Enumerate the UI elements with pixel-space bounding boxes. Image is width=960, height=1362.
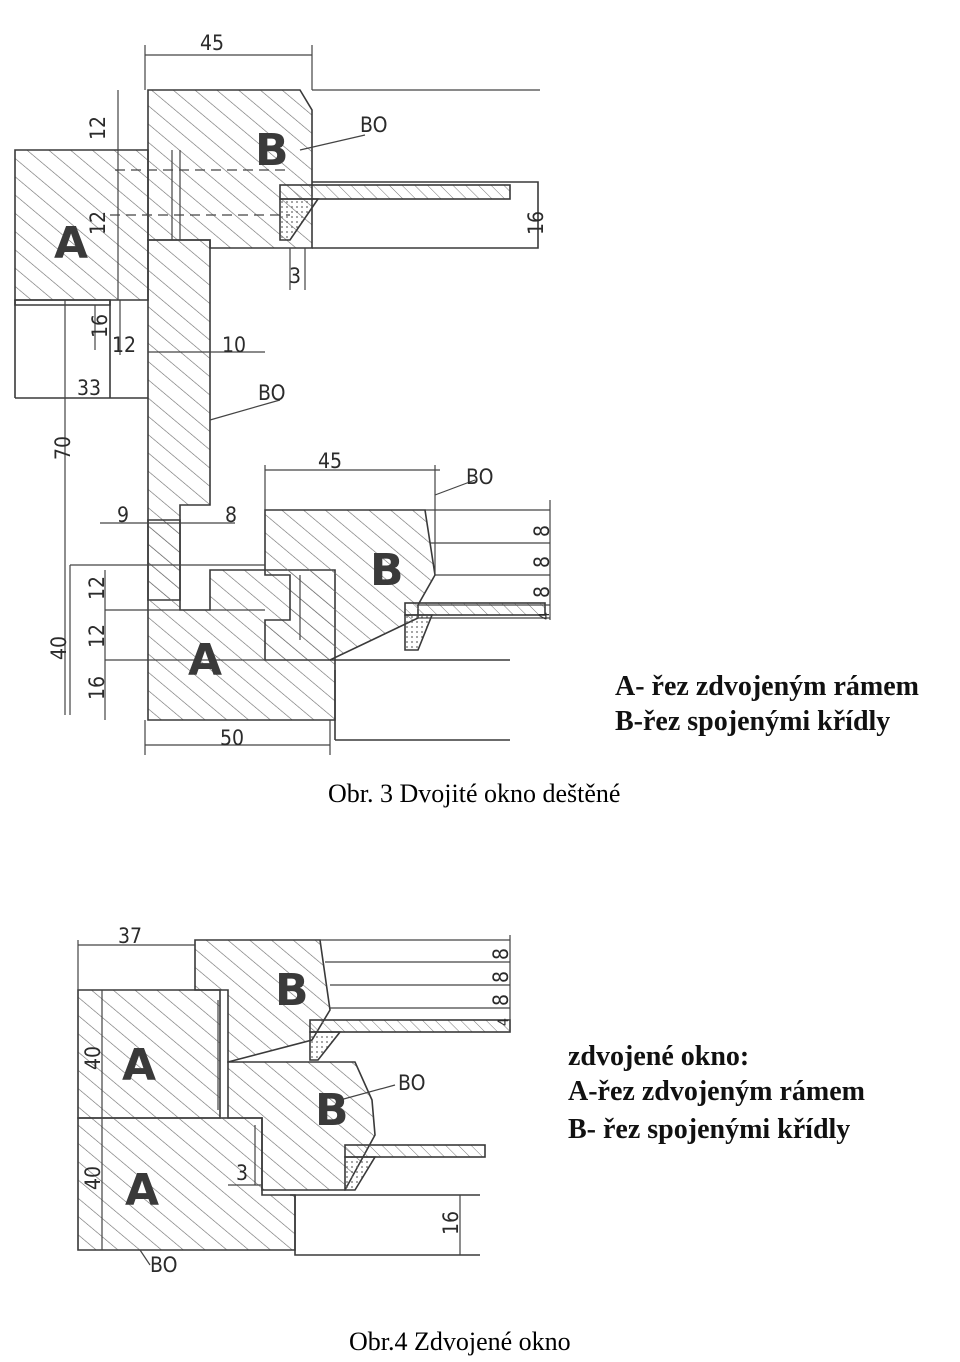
dim-33: 33 — [77, 376, 101, 400]
bo-label-3: BO — [466, 465, 493, 489]
fig4-dim-8b: 8 — [489, 971, 513, 983]
figure-3-section — [14, 45, 551, 755]
dim-40: 40 — [47, 636, 71, 660]
dim-16-right: 16 — [524, 211, 548, 235]
figure-4-section — [77, 935, 511, 1266]
fig3-legend-a: A- řez zdvojeným rámem — [615, 671, 919, 702]
fig4-dim-16: 16 — [439, 1211, 463, 1235]
fig4-legend-title: zdvojené okno: — [568, 1041, 749, 1072]
fig4-glass-lower — [344, 1144, 486, 1158]
fig4-dimension-lines — [77, 935, 511, 1266]
fig3-caption: Obr. 3 Dvojité okno deštěné — [328, 779, 620, 808]
fig4-dim-3: 3 — [236, 1161, 248, 1185]
dim-8-right-c: 8 — [530, 586, 554, 598]
fig4-bo-1: BO — [398, 1071, 425, 1095]
fig4-region-a-lower: A — [125, 1165, 159, 1216]
fig3-dimension-lines — [64, 45, 551, 755]
dim-45-lower: 45 — [318, 449, 342, 473]
fig4-dim-8a: 8 — [489, 948, 513, 960]
dim-12-mid: 12 — [112, 333, 136, 357]
fig4-caption: Obr.4 Zdvojené okno — [349, 1327, 571, 1356]
dim-45-top: 45 — [200, 31, 224, 55]
fig4-dim-37: 37 — [118, 924, 142, 948]
putty-upper — [279, 198, 320, 241]
dim-12-lower-a: 12 — [85, 576, 109, 600]
dim-12-upper-b: 12 — [86, 211, 110, 235]
dim-8-right-a: 8 — [530, 525, 554, 537]
fig4-legend-a: A-řez zdvojeným rámem — [568, 1076, 865, 1107]
dim-8: 8 — [225, 503, 237, 527]
fig4-dim-8c: 8 — [489, 994, 513, 1006]
fig4-region-b-upper: B — [275, 965, 309, 1016]
dim-4-right: 4 — [537, 612, 553, 620]
region-a-upper: A — [54, 218, 88, 269]
putty-lower — [404, 614, 434, 651]
fig4-region-b-lower: B — [315, 1085, 349, 1136]
fig4-labels: 37 8 8 8 4 40 40 3 16 BO BO A B A B zdvo… — [81, 924, 865, 1356]
fig3-labels: 45 12 12 16 3 16 12 10 33 70 45 9 8 8 8 … — [47, 31, 919, 808]
glass-strip-upper — [279, 184, 511, 200]
fig4-bo-2: BO — [150, 1253, 177, 1277]
fig4-glass-upper — [309, 1019, 511, 1033]
bo-label-1: BO — [360, 113, 387, 137]
fig4-region-a-upper: A — [122, 1040, 156, 1091]
dim-3-small: 3 — [289, 264, 301, 288]
dim-16-left: 16 — [88, 314, 112, 338]
lower-sash-b-shape — [264, 509, 436, 661]
region-b-upper: B — [255, 125, 289, 176]
upper-frame-a-lower — [14, 299, 111, 306]
fig4-putty-upper — [309, 1031, 342, 1061]
fig4-sash-b-upper — [194, 939, 331, 1064]
dim-8-right-b: 8 — [530, 556, 554, 568]
dim-16-lower: 16 — [85, 676, 109, 700]
fig4-dim-40a: 40 — [81, 1046, 105, 1070]
fig3-legend-b: B-řez spojenými křídly — [615, 706, 890, 737]
glass-strip-lower — [404, 602, 546, 616]
dim-12-upper-a: 12 — [86, 116, 110, 140]
fig4-dim-4: 4 — [496, 1018, 512, 1026]
fig4-putty-lower — [344, 1156, 377, 1191]
bo-label-2: BO — [258, 381, 285, 405]
dim-10: 10 — [222, 333, 246, 357]
fig4-dim-40b: 40 — [81, 1166, 105, 1190]
upper-glazing-outline — [312, 181, 539, 249]
dim-70: 70 — [51, 436, 75, 460]
dim-9: 9 — [117, 503, 129, 527]
region-a-lower: A — [188, 635, 222, 686]
dim-50: 50 — [220, 726, 244, 750]
region-b-lower: B — [370, 545, 404, 596]
dim-12-lower-b: 12 — [85, 624, 109, 648]
fig4-legend-b: B- řez spojenými křídly — [568, 1114, 850, 1145]
fig4-lower-outline — [290, 1194, 480, 1256]
